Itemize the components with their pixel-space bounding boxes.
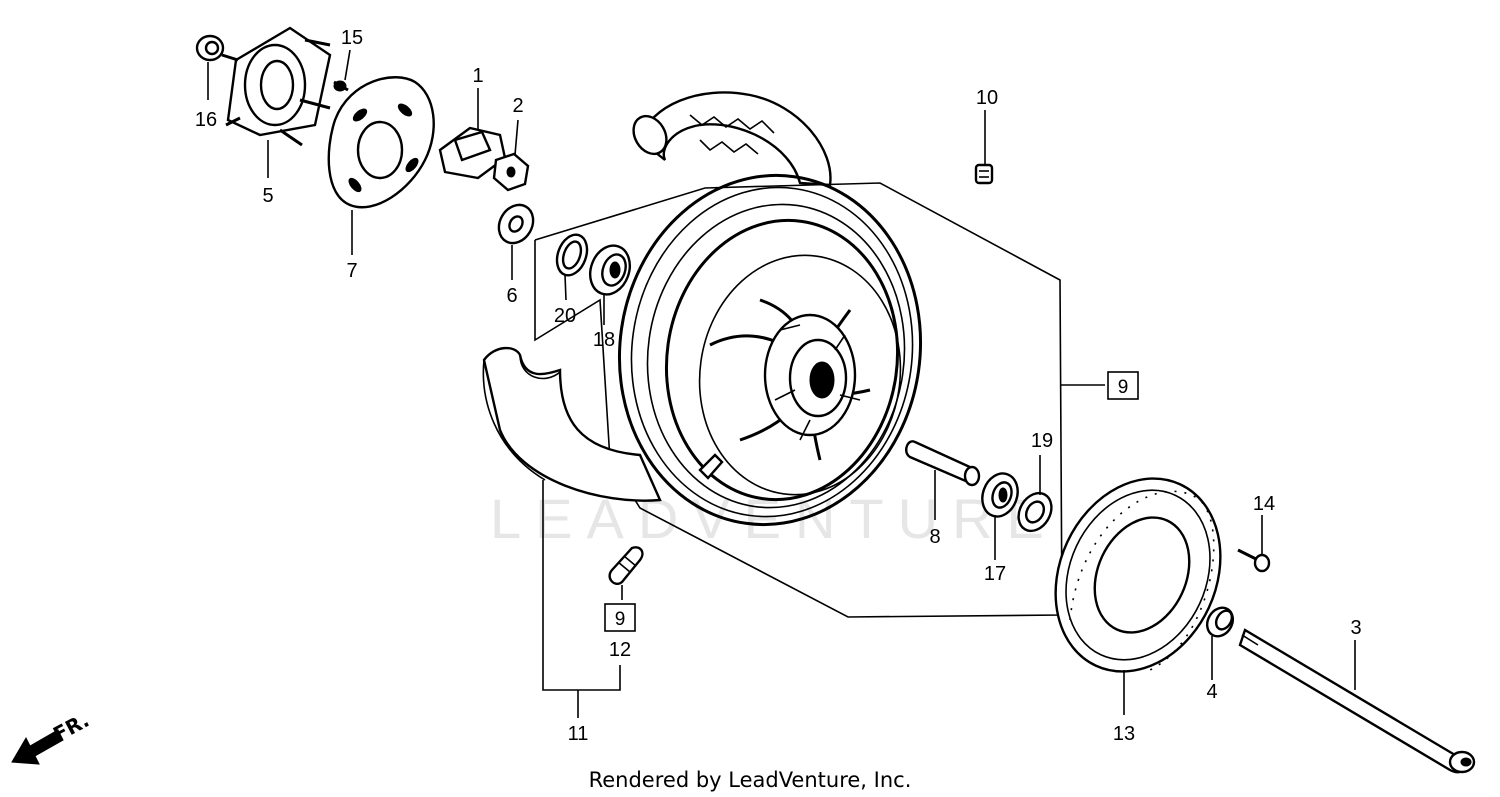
collar-part-2: [492, 152, 530, 192]
callout-9-box-valve: [604, 603, 636, 632]
bearing-part-18: [589, 244, 631, 296]
bearing-part-17: [981, 472, 1019, 518]
callout-1: 1: [472, 65, 483, 87]
callout-5: 5: [262, 185, 273, 207]
callout-8: 8: [929, 526, 940, 548]
callout-11: 11: [568, 723, 589, 745]
bolt-part-14: [1237, 548, 1271, 573]
callout-10: 10: [976, 87, 998, 109]
callout-14: 14: [1253, 493, 1275, 515]
render-credit: Rendered by LeadVenture, Inc.: [589, 768, 912, 792]
callout-2: 2: [512, 95, 523, 117]
spacer-part-8: [905, 440, 981, 487]
callout-12: 12: [609, 639, 631, 661]
brake-disc-part-13: [1054, 477, 1222, 673]
seal-part-19: [1017, 491, 1053, 533]
seal-part-20: [555, 233, 589, 277]
washer-part-6: [497, 203, 535, 245]
callout-13: 13: [1113, 723, 1135, 745]
callout-20: 20: [554, 305, 576, 327]
callout-18: 18: [593, 329, 615, 351]
front-arrow-icon: [11, 729, 64, 765]
axle-part-3: [1238, 628, 1476, 774]
callout-4: 4: [1206, 681, 1217, 703]
hub-flange-part: [221, 26, 332, 147]
callout-19: 19: [1031, 430, 1053, 452]
sprocket-plate-part: [327, 76, 435, 209]
fender-part: [482, 346, 662, 502]
callout-16: 16: [195, 109, 217, 131]
callout-6: 6: [506, 285, 517, 307]
callout-7: 7: [346, 260, 357, 282]
callout-3: 3: [1350, 617, 1361, 639]
callout-9-assembly: 9: [1118, 377, 1129, 398]
front-direction-indicator: FR.: [11, 708, 93, 765]
wheel-rim-part: [617, 173, 923, 527]
tire-part: [632, 91, 832, 187]
callout-17: 17: [984, 563, 1006, 585]
callout-9-valve: 9: [615, 609, 626, 630]
callout-9-box-assembly: [1107, 371, 1139, 400]
leader-lines: [207, 49, 1356, 718]
nut-part-16: [195, 34, 225, 62]
balance-weight-part-10: [974, 163, 994, 185]
bolt-part-15: [333, 80, 349, 92]
collar-part-4: [1205, 606, 1235, 638]
damper-block-part-1: [438, 126, 507, 180]
valve-part-12: [608, 546, 644, 585]
watermark-text: LEADVENTURE: [490, 487, 1058, 550]
callout-15: 15: [341, 27, 363, 49]
